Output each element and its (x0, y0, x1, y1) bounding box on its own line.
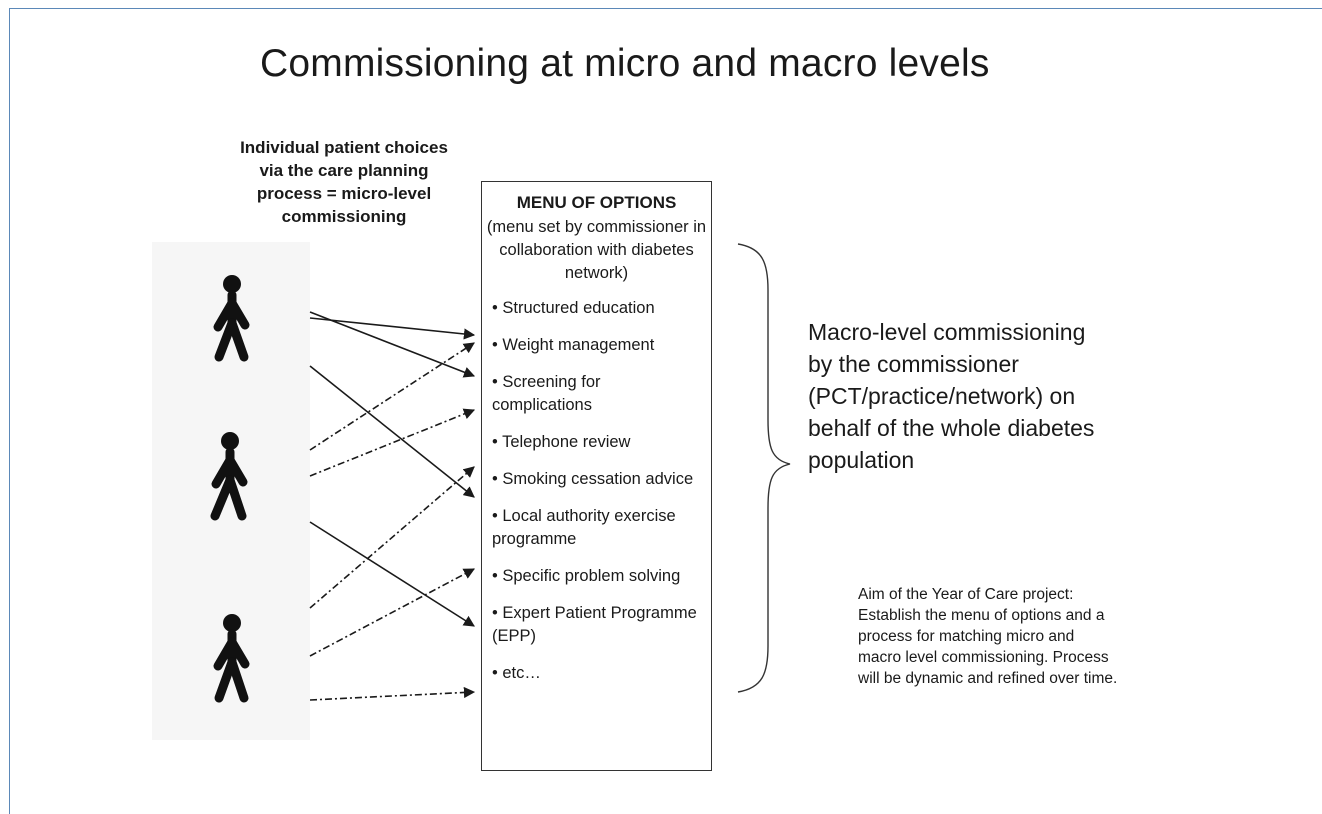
menu-item-weight-management: • Weight management (492, 336, 655, 354)
menu-heading: MENU OF OPTIONS (516, 193, 677, 212)
menu-item-exercise-programme: • Local authority exercise programme (492, 507, 676, 548)
arrow-p3-telephone-review (309, 466, 475, 609)
menu-item-telephone-review: • Telephone review (492, 433, 631, 451)
arrow-p2-structured-education (309, 342, 475, 451)
arrow-p3-exercise-programme (309, 568, 475, 657)
menu-header: MENU OF OPTIONS (menu set by commissione… (482, 182, 711, 285)
menu-item-smoking-cessation: • Smoking cessation advice (492, 470, 694, 488)
menu-item-screening: • Screening for complications (492, 373, 601, 414)
arrow-p2-screening (309, 408, 476, 477)
menu-subheading: (menu set by commissioner in collaborati… (486, 218, 707, 282)
frame-left-border (9, 8, 10, 814)
aim-statement: Aim of the Year of Care project: Establi… (858, 586, 1118, 687)
menu-item-etc: • etc… (492, 664, 541, 682)
menu-of-options-box: MENU OF OPTIONS (menu set by commissione… (481, 181, 712, 771)
slide-title: Commissioning at micro and macro levels (260, 42, 990, 85)
curly-brace-icon (737, 243, 791, 693)
menu-item-epp: • Expert Patient Programme (EPP) (492, 604, 697, 645)
arrow-p1-structured-education (309, 317, 476, 340)
macro-level-label: Macro-level commissioning by the commiss… (808, 319, 1095, 473)
person-icon (213, 275, 250, 362)
arrow-p3-epp (309, 686, 476, 701)
frame-top-border (9, 8, 1322, 9)
person-icon (213, 614, 250, 703)
arrow-p1-weight-management (309, 311, 476, 378)
menu-item-problem-solving: • Specific problem solving (492, 567, 681, 585)
menu-items: • Structured education • Weight manageme… (482, 297, 711, 685)
arrow-p2-problem-solving (309, 521, 475, 627)
person-icon (210, 432, 248, 521)
micro-level-label: Individual patient choices via the care … (240, 138, 448, 226)
menu-item-structured-education: • Structured education (492, 299, 655, 317)
arrow-p1-smoking-cessation (309, 365, 475, 498)
